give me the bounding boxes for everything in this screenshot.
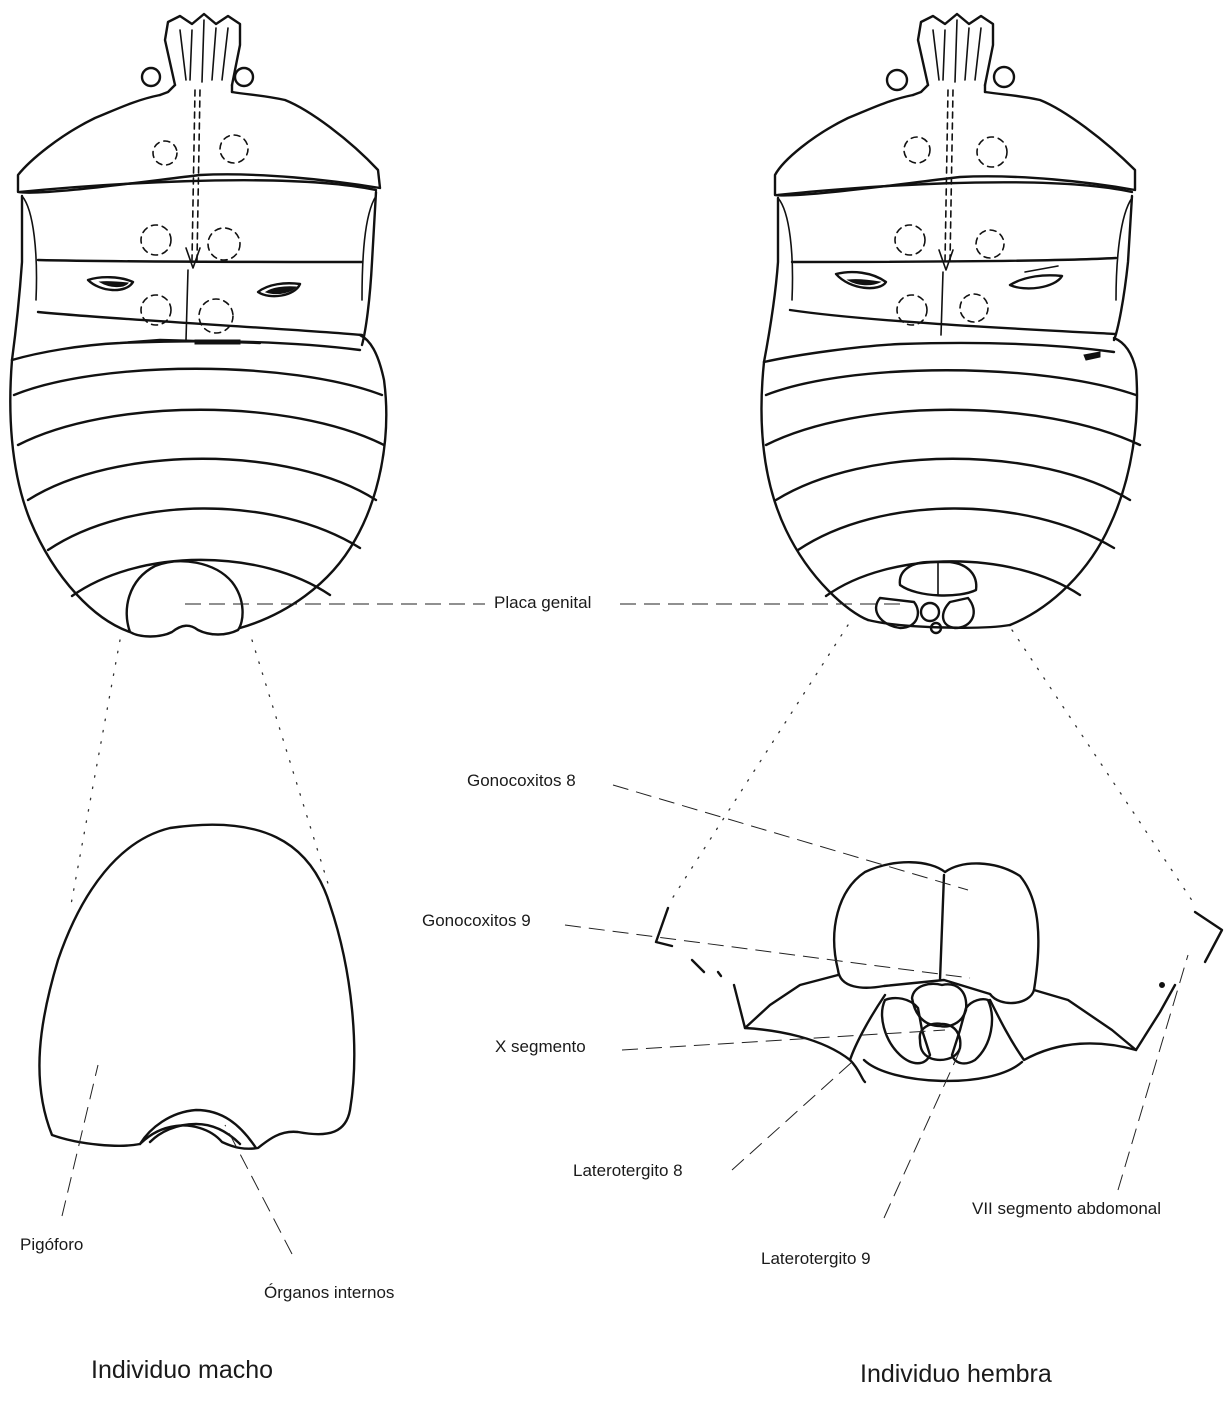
male-body-drawing [10,14,386,637]
leader-lines [62,604,1188,1254]
caption-male: Individuo macho [91,1358,273,1383]
label-laterotergito-8: Laterotergito 8 [573,1162,683,1179]
projection-lines [70,625,1195,910]
female-body-drawing [762,14,1140,633]
label-x-segmento: X segmento [495,1038,586,1055]
label-pigoforo: Pigóforo [20,1236,83,1253]
label-laterotergito-9: Laterotergito 9 [761,1250,871,1267]
label-gonocoxitos-9: Gonocoxitos 9 [422,912,531,929]
caption-female: Individuo hembra [860,1362,1052,1387]
label-placa-genital: Placa genital [494,594,591,611]
label-organos-internos: Órganos internos [264,1284,394,1301]
male-pygofer-enlarged [39,825,354,1149]
label-gonocoxitos-8: Gonocoxitos 8 [467,772,576,789]
label-vii-segmento: VII segmento abdomonal [972,1200,1161,1217]
female-genitalia-enlarged [656,862,1222,1082]
